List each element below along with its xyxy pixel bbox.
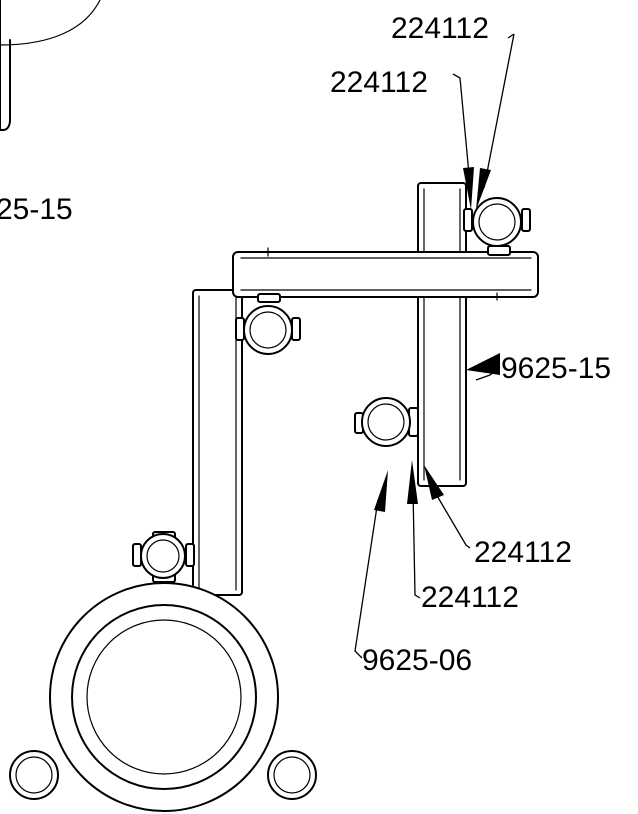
leader-mid-right-lower <box>407 460 421 599</box>
partial-part-top-left <box>0 0 101 131</box>
leader-top-lower <box>452 73 474 210</box>
clamp-base-left <box>9 750 59 800</box>
callout-right-tube: 9625-15 <box>501 352 611 385</box>
callout-top-lower: 224112 <box>330 66 428 99</box>
horizontal-crossbar <box>232 247 539 301</box>
leader-bottom-left-part <box>354 470 388 659</box>
right-vertical-tube <box>417 182 467 487</box>
callout-bottom-left-part: 9625-06 <box>362 644 472 677</box>
clamp-bottom-left <box>132 531 195 583</box>
leader-right-tube <box>466 353 501 381</box>
round-base-part <box>49 582 279 812</box>
clamp-bottom-right <box>354 397 419 447</box>
clamp-crossbar-left <box>235 293 301 355</box>
callout-top-upper: 224112 <box>391 12 489 45</box>
callout-mid-right-upper: 224112 <box>474 536 572 569</box>
leader-top-upper <box>476 33 515 210</box>
left-vertical-tube <box>192 289 243 596</box>
clamp-base-right <box>267 750 317 800</box>
callout-left-partial: 25-15 <box>0 193 73 226</box>
callout-mid-right-lower: 224112 <box>421 581 519 614</box>
clamp-top-right <box>463 197 531 256</box>
leader-mid-right-upper <box>424 465 471 549</box>
